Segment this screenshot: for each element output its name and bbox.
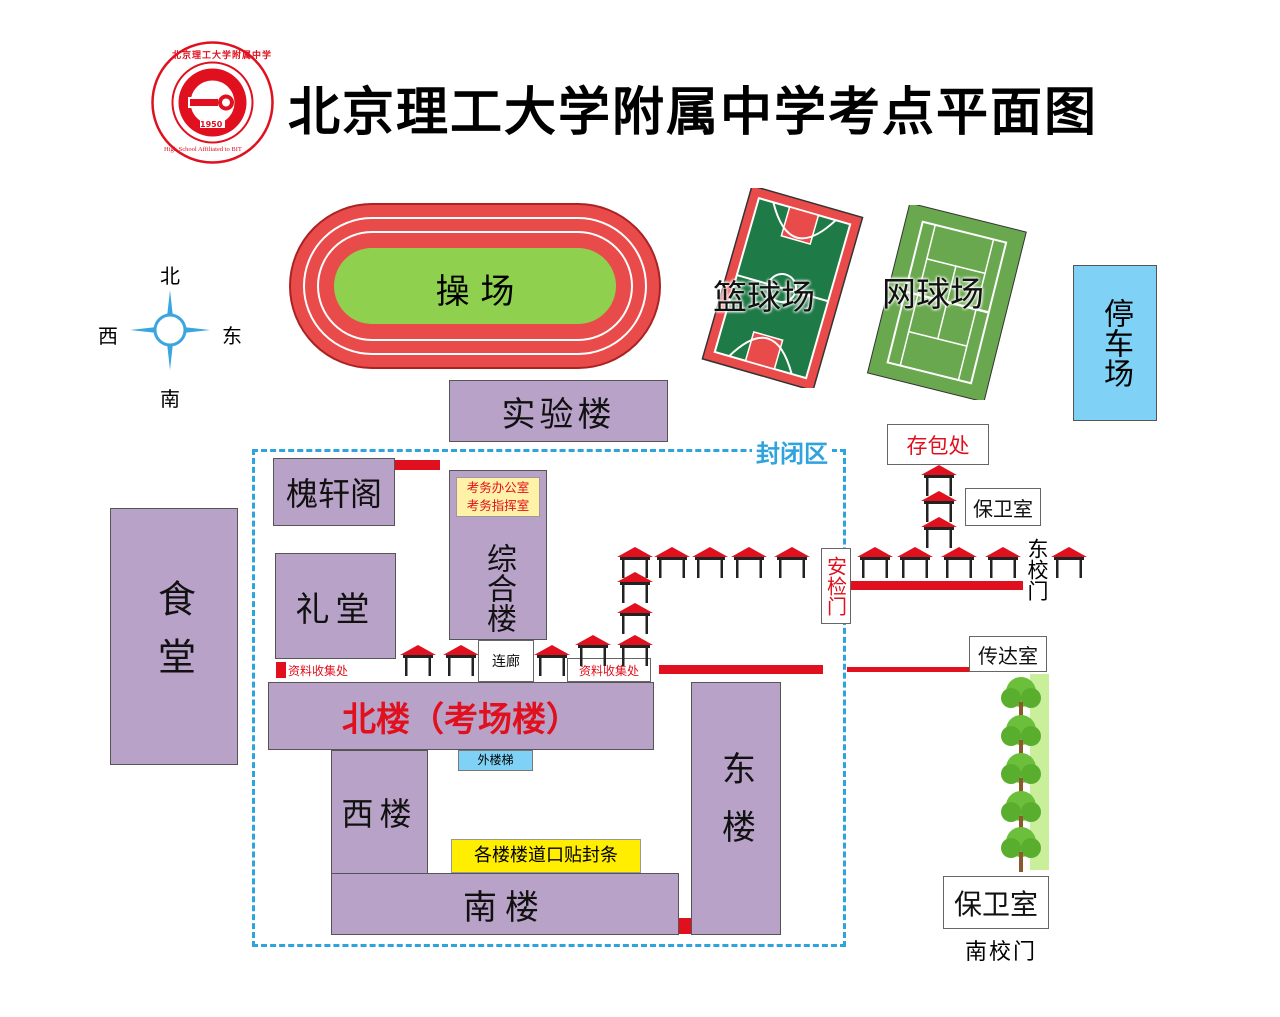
canopy-icon <box>731 547 767 579</box>
auditorium-building: 礼堂 <box>275 553 396 659</box>
closed-area-boundary <box>252 449 846 947</box>
collect-point-right: 资料收集处 <box>567 658 651 682</box>
canopy-icon <box>534 645 570 677</box>
canopy-icon <box>857 547 893 579</box>
canopy-icon <box>921 491 957 523</box>
page-title: 北京理工大学附属中学考点平面图 <box>288 83 1099 143</box>
canteen-building: 食堂 <box>110 508 238 765</box>
compass-north: 北 <box>160 264 180 288</box>
compass-rose-icon <box>130 290 210 370</box>
canopy-icon <box>617 635 653 667</box>
west-building-label: 西楼 <box>341 795 418 833</box>
exam-office-box: 考务办公室 考务指挥室 <box>456 477 540 517</box>
south-building-label: 南楼 <box>463 887 547 928</box>
red-marker-south <box>679 918 691 934</box>
east-building-label: 东楼 <box>715 750 756 867</box>
canopy-icon <box>617 547 653 579</box>
canopy-icon <box>921 465 957 497</box>
huaixuan-building: 槐轩阁 <box>273 458 395 526</box>
canopy-icon <box>897 547 933 579</box>
canopy-icon <box>692 547 728 579</box>
west-building: 西楼 <box>331 750 428 874</box>
school-logo: 1950 北京理工大学附属中学 High School Affiliated t… <box>150 40 275 165</box>
south-gate-label: 南校门 <box>965 940 1038 965</box>
canopy-icon <box>941 547 977 579</box>
canopy-icon <box>654 547 690 579</box>
guard-room-south: 保卫室 <box>943 876 1049 929</box>
tree-icon <box>997 676 1045 722</box>
canopy-icon <box>575 635 611 667</box>
seal-notice: 各楼楼道口贴封条 <box>451 839 641 873</box>
tennis-label: 网球场 <box>882 275 984 315</box>
security-check-gate: 安检门 <box>821 548 851 624</box>
exam-command-label: 考务指挥室 <box>466 498 530 513</box>
red-barrier <box>395 460 440 470</box>
logo-year: 1950 <box>200 120 223 129</box>
huaixuan-label: 槐轩阁 <box>285 475 382 513</box>
compass-west: 西 <box>98 324 118 348</box>
complex-label: 综合楼 <box>481 543 516 633</box>
track-label: 操 场 <box>435 272 515 312</box>
security-check-label: 安检门 <box>823 556 848 616</box>
north-building: 北楼（考场楼） <box>268 682 654 750</box>
logo-bottom-text: High School Affiliated to BIT <box>164 146 242 153</box>
canteen-label: 食堂 <box>151 578 196 695</box>
corridor-label: 连廊 <box>478 640 534 682</box>
canopy-icon <box>774 547 810 579</box>
canopy-icon <box>921 517 957 549</box>
compass-south: 南 <box>160 387 180 411</box>
parking-label: 停车场 <box>1098 298 1133 388</box>
compass-east: 东 <box>222 324 242 348</box>
parking-lot: 停车场 <box>1073 265 1157 421</box>
south-building: 南楼 <box>331 873 679 935</box>
tree-icon <box>997 790 1045 836</box>
red-barrier-mid <box>659 665 823 674</box>
logo-top-text: 北京理工大学附属中学 <box>172 51 273 61</box>
bag-storage: 存包处 <box>887 424 989 465</box>
red-barrier-reception <box>847 667 971 672</box>
tennis-court: 网球场 <box>862 202 1032 403</box>
basketball-label: 篮球场 <box>713 278 815 318</box>
red-barrier-east <box>851 581 1023 590</box>
canopy-icon <box>1051 547 1087 579</box>
track-field: 操 场 <box>288 202 662 370</box>
guard-room-east: 保卫室 <box>965 488 1041 526</box>
north-building-label: 北楼（考场楼） <box>342 699 580 740</box>
auditorium-label: 礼堂 <box>295 589 376 630</box>
lab-building: 实验楼 <box>449 380 668 442</box>
east-building: 东楼 <box>691 682 781 935</box>
canopy-icon <box>617 572 653 604</box>
canopy-icon <box>985 547 1021 579</box>
canopy-icon <box>400 645 436 677</box>
tree-icon <box>997 826 1045 872</box>
canopy-icon <box>443 645 479 677</box>
compass: 北 南 西 东 <box>90 255 250 411</box>
closed-area-label: 封闭区 <box>752 434 832 469</box>
collect-point-left: 资料收集处 <box>288 664 349 678</box>
tree-icon <box>997 714 1045 760</box>
exam-office-label: 考务办公室 <box>466 480 530 495</box>
tree-icon <box>997 752 1045 798</box>
lab-building-label: 实验楼 <box>501 394 616 435</box>
east-gate-label: 东校门 <box>1025 538 1049 601</box>
canopy-icon <box>617 603 653 635</box>
reception-room: 传达室 <box>969 636 1047 672</box>
outer-stairs: 外楼梯 <box>458 750 533 771</box>
basketball-court: 篮球场 <box>695 184 870 392</box>
red-marker-left <box>276 662 286 678</box>
